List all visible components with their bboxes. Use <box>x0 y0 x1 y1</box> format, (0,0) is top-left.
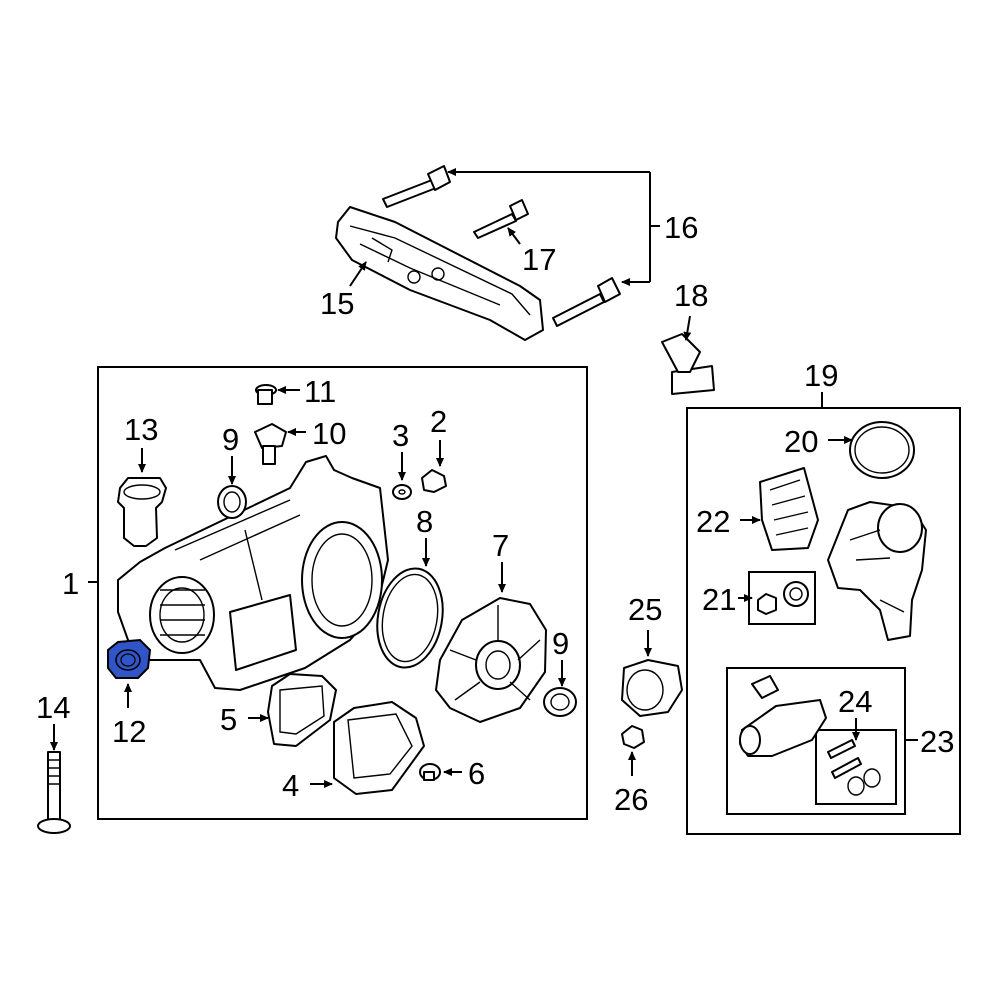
callout-4: 4 <box>282 768 299 803</box>
callout-3: 3 <box>392 418 409 453</box>
callout-9a: 9 <box>222 422 239 457</box>
cover-screw[interactable] <box>419 763 441 781</box>
callout-26: 26 <box>614 782 648 817</box>
callout-23: 23 <box>920 724 954 759</box>
callout-10: 10 <box>312 416 346 451</box>
callout-2: 2 <box>430 404 447 439</box>
fill-plug[interactable] <box>421 469 447 493</box>
mount-bushing[interactable] <box>117 477 167 547</box>
callout-1: 1 <box>62 566 79 601</box>
mount-bolt-upper[interactable] <box>382 165 451 208</box>
callout-12: 12 <box>112 714 146 749</box>
callout-15: 15 <box>320 286 354 321</box>
callout-14: 14 <box>36 690 70 725</box>
output-flange[interactable] <box>621 659 683 717</box>
pump-gasket[interactable] <box>267 673 337 747</box>
cover-gasket[interactable] <box>370 563 450 673</box>
speed-sensor[interactable] <box>254 423 287 465</box>
actuator-assembly-box <box>686 407 961 835</box>
axle-seal-lower[interactable] <box>543 687 577 717</box>
callout-5: 5 <box>220 702 237 737</box>
actuator-motor[interactable] <box>827 501 927 641</box>
vent-cap[interactable] <box>661 333 715 395</box>
clutch-actuator[interactable] <box>739 675 827 757</box>
mount-bracket[interactable] <box>335 206 544 341</box>
washer[interactable] <box>392 484 412 500</box>
actuator-kit-box <box>726 667 906 815</box>
callout-20: 20 <box>784 424 818 459</box>
axle-seal-highlighted[interactable] <box>107 638 152 679</box>
callout-16: 16 <box>664 210 698 245</box>
mount-bolt-small[interactable] <box>473 199 529 239</box>
callout-18: 18 <box>674 278 708 313</box>
callout-21: 21 <box>702 582 736 617</box>
callout-25: 25 <box>628 592 662 627</box>
callout-13: 13 <box>124 412 158 447</box>
pump-module[interactable] <box>333 701 425 795</box>
flange-nut[interactable] <box>621 725 645 749</box>
callout-19: 19 <box>804 358 838 393</box>
axle-seal-upper[interactable] <box>217 485 247 519</box>
callout-7: 7 <box>492 528 509 563</box>
actuator-bolt-kit[interactable] <box>827 739 881 796</box>
callout-24: 24 <box>838 684 872 719</box>
callout-22: 22 <box>696 504 730 539</box>
differential-housing[interactable] <box>117 455 389 691</box>
drain-plug[interactable] <box>255 384 277 405</box>
callout-9b: 9 <box>552 626 569 661</box>
axle-bolt[interactable] <box>37 751 71 834</box>
differential-assembly-box <box>97 366 588 820</box>
mount-bolt-lower[interactable] <box>552 277 621 327</box>
callout-6: 6 <box>468 756 485 791</box>
seal-kit-parts[interactable] <box>757 581 809 615</box>
callout-8: 8 <box>416 504 433 539</box>
callout-11: 11 <box>304 374 336 409</box>
actuator-o-ring[interactable] <box>849 421 915 479</box>
control-module[interactable] <box>759 467 819 551</box>
rear-cover[interactable] <box>435 597 547 723</box>
callout-17: 17 <box>522 242 556 277</box>
